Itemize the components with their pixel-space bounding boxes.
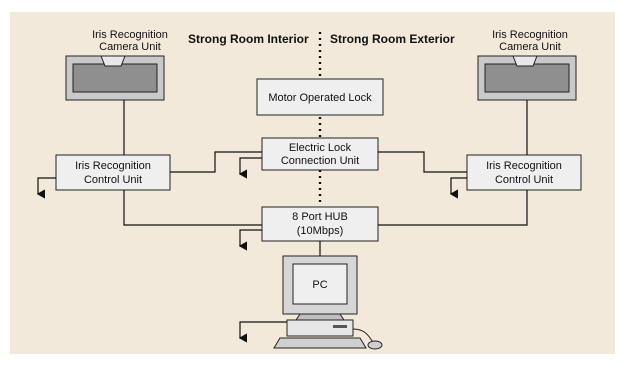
camera-left-label-1: Iris Recognition	[92, 29, 168, 41]
control-left-label-1: Iris Recognition	[75, 160, 151, 172]
hub-label-2: (10Mbps)	[297, 225, 343, 237]
motor-operated-lock-label: Motor Operated Lock	[268, 92, 372, 104]
control-left-label-2: Control Unit	[84, 174, 142, 186]
camera-unit-right	[477, 55, 577, 101]
connection-wires	[123, 100, 528, 256]
control-right-label-2: Control Unit	[495, 174, 553, 186]
camera-unit-left	[65, 55, 165, 101]
camera-left-label-2: Camera Unit	[99, 41, 161, 53]
camera-right-label-1: Iris Recognition	[492, 29, 568, 41]
hub-box	[261, 206, 379, 242]
control-unit-right-box	[466, 154, 582, 191]
zone-interior-label: Strong Room Interior	[188, 32, 309, 46]
camera-right-label-2: Camera Unit	[499, 41, 561, 53]
electric-lock-label-1: Electric Lock	[289, 142, 352, 154]
electric-lock-label-2: Connection Unit	[281, 155, 359, 167]
motor-operated-lock-box	[256, 78, 384, 116]
hub-label-1: 8 Port HUB	[292, 211, 348, 223]
ground-arrows	[36, 157, 467, 343]
control-right-label-1: Iris Recognition	[486, 160, 562, 172]
pc-label: PC	[312, 279, 327, 291]
pc-computer	[273, 255, 383, 350]
zone-exterior-label: Strong Room Exterior	[330, 32, 455, 46]
electric-lock-connection-box	[261, 137, 379, 171]
